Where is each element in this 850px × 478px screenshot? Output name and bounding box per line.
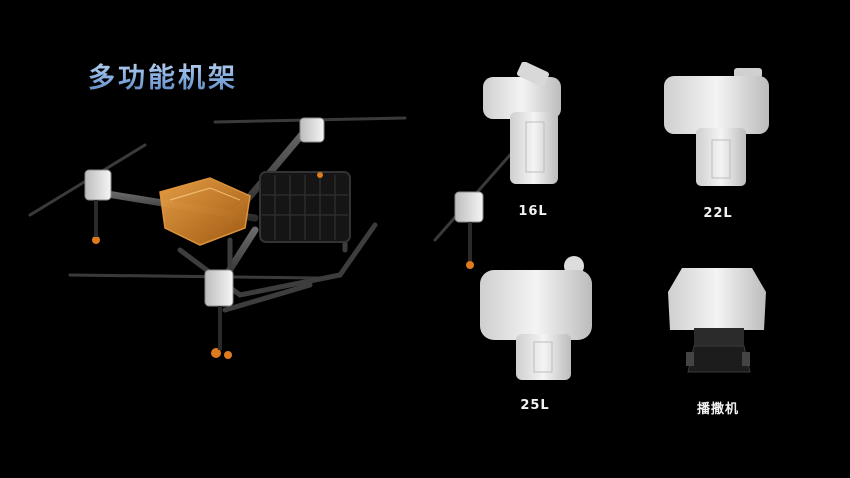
tank-22l-icon <box>664 68 769 186</box>
agricultural-drone-icon <box>28 116 512 359</box>
tank-25l-icon <box>480 256 592 380</box>
tank-label-spreader: 播撒机 <box>696 402 739 417</box>
tank-label-16l: 16L <box>518 204 548 219</box>
tank-label-25l: 25L <box>520 398 550 413</box>
tank-16l-icon <box>483 62 561 184</box>
spreader-icon <box>668 268 766 373</box>
tank-label-22l: 22L <box>703 206 733 221</box>
slide-title: 多功能机架 <box>88 56 238 95</box>
